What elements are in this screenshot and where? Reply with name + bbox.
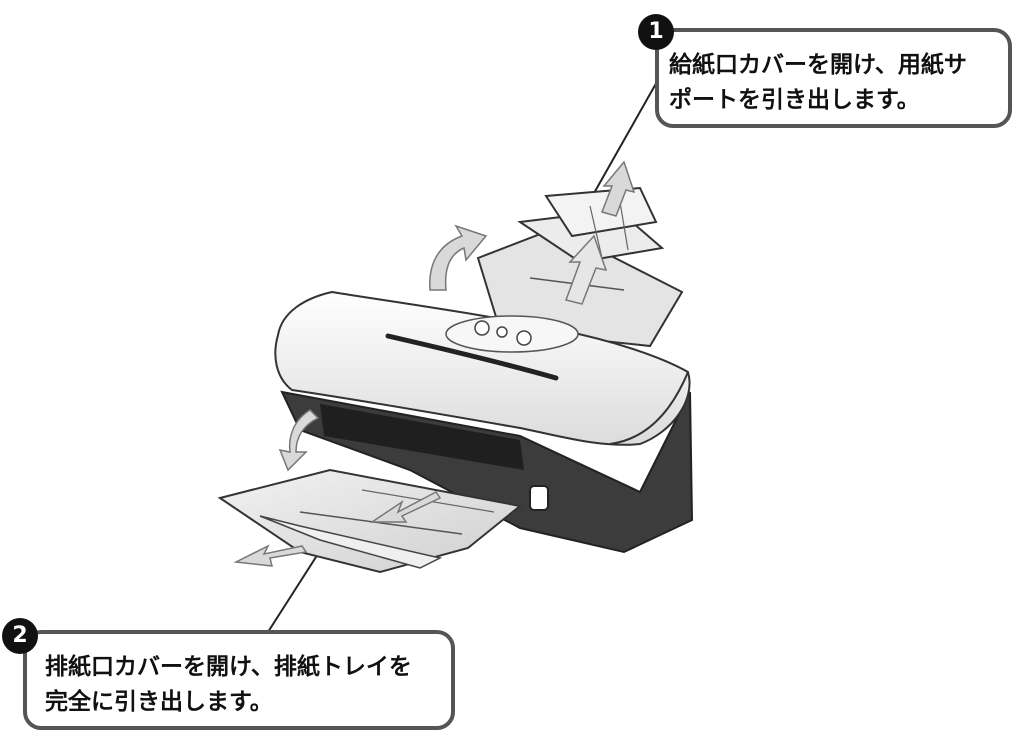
step-badge-2: 2: [2, 618, 38, 654]
callout-step-1-line-2: ポートを引き出します。: [669, 87, 920, 113]
callout-step-1-line-1: 給紙口カバーを開け、用紙サ: [669, 52, 967, 78]
step-badge-1: 1: [638, 14, 674, 50]
pull-arrow-icon: [565, 234, 608, 305]
callout-step-2-line-1: 排紙口カバーを開け、排紙トレイを: [45, 654, 412, 680]
callout-step-2-text: 排紙口カバーを開け、排紙トレイを 完全に引き出します。: [45, 650, 412, 720]
callout-step-1: 給紙口カバーを開け、用紙サ ポートを引き出します。: [655, 28, 1012, 128]
pull-arrow-icon: [369, 491, 442, 523]
pull-arrow-icon: [233, 544, 308, 567]
callout-step-2-line-2: 完全に引き出します。: [45, 689, 273, 715]
callout-step-1-text: 給紙口カバーを開け、用紙サ ポートを引き出します。: [669, 48, 967, 118]
rotate-arrow-icon: [429, 224, 488, 291]
printer-illustration: [274, 290, 694, 554]
callout-step-2: 排紙口カバーを開け、排紙トレイを 完全に引き出します。: [23, 630, 455, 730]
output-tray: [217, 468, 523, 574]
pull-arrow-icon: [601, 160, 636, 217]
rotate-arrow-icon: [278, 409, 320, 472]
